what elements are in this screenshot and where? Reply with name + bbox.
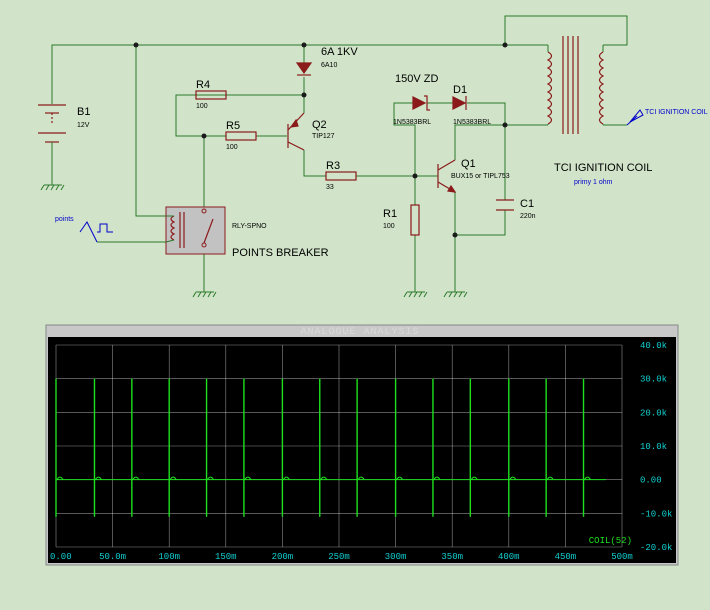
- junctions: [133, 42, 508, 238]
- fuse-label: 6A 1KV: [321, 46, 358, 58]
- relay-label: POINTS BREAKER: [232, 247, 329, 259]
- c1-label: C1: [520, 198, 534, 210]
- d1-label: D1: [453, 84, 467, 96]
- r5-label: R5: [226, 120, 240, 132]
- zener-diode: 150V ZD 1N5383BRL: [393, 73, 438, 126]
- output-probe: TCI IGNITION COIL: [626, 109, 708, 126]
- r4-value: 100: [196, 103, 208, 110]
- d1-value: 1N5383BRL: [453, 119, 491, 126]
- r1-value: 100: [383, 223, 395, 230]
- zener-value: 1N5383BRL: [393, 119, 431, 126]
- relay-value: RLY-SPNO: [232, 223, 267, 230]
- transistor-q1: Q1 BUX15 or TIPL753: [437, 158, 510, 193]
- relay-points-breaker: RLY-SPNO POINTS BREAKER: [165, 206, 329, 259]
- resistor-r3: R3 33: [325, 160, 357, 191]
- fuse-diode: 6A 1KV 6A10: [295, 46, 358, 76]
- battery-b1: B1 12V: [38, 100, 90, 155]
- r4-label: R4: [196, 79, 210, 91]
- resistor-r1: R1 100: [383, 204, 420, 236]
- fuse-value: 6A10: [321, 62, 337, 69]
- q1-value: BUX15 or TIPL753: [451, 173, 510, 180]
- q1-label: Q1: [461, 158, 476, 170]
- r3-value: 33: [326, 184, 334, 191]
- resistor-r4: R4 100: [195, 79, 227, 110]
- ground-symbols: [40, 184, 468, 298]
- c1-value: 220n: [520, 213, 536, 220]
- zener-label: 150V ZD: [395, 73, 438, 85]
- q2-label: Q2: [312, 119, 327, 131]
- r3-label: R3: [326, 160, 340, 172]
- points-input: points: [55, 216, 113, 243]
- resistor-r5: R5 100: [225, 120, 257, 151]
- q2-value: TIP127: [312, 133, 335, 140]
- r5-value: 100: [226, 144, 238, 151]
- b1-label: B1: [77, 106, 90, 118]
- points-label: points: [55, 216, 74, 223]
- diode-d1: D1 1N5383BRL: [452, 84, 491, 126]
- capacitor-c1: C1 220n: [496, 198, 536, 220]
- r1-label: R1: [383, 208, 397, 220]
- transistor-q2: Q2 TIP127: [287, 112, 335, 151]
- coil-label: TCI IGNITION COIL: [554, 162, 652, 174]
- output-label: TCI IGNITION COIL: [645, 109, 708, 116]
- coil-sub: primy 1 ohm: [574, 179, 613, 186]
- b1-value: 12V: [77, 122, 90, 129]
- ignition-coil: TCI IGNITION COIL primy 1 ohm: [546, 36, 652, 186]
